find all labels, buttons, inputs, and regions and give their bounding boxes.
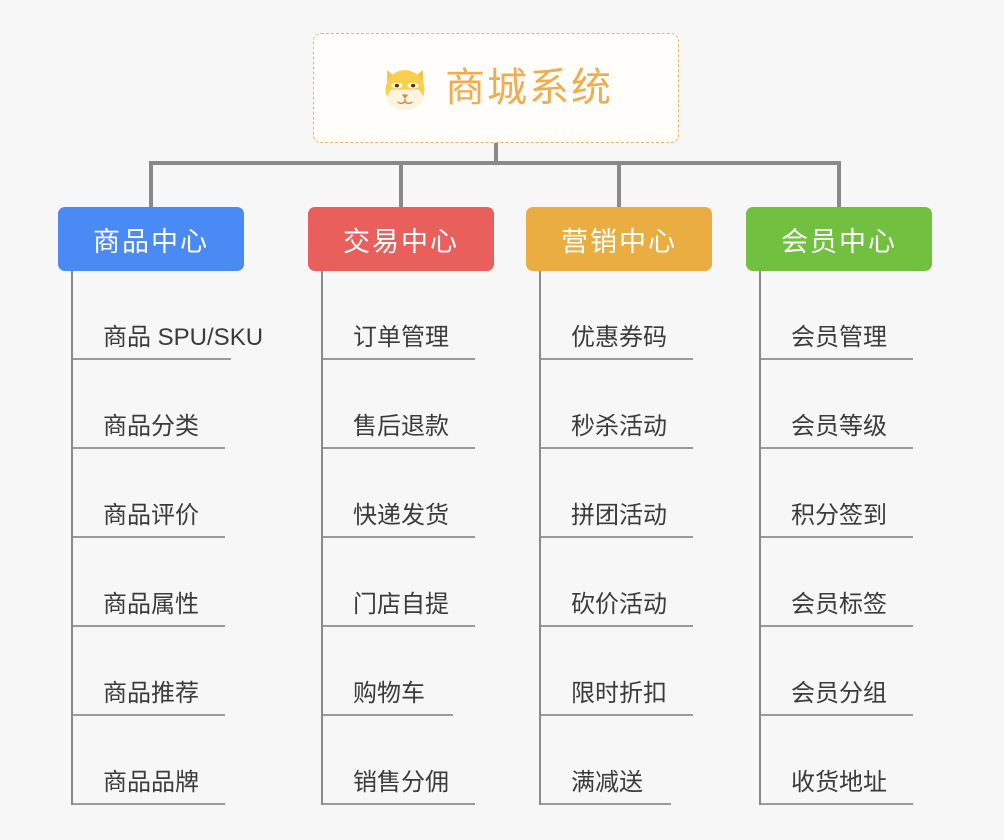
leaf-item[interactable]: 积分签到 — [761, 449, 913, 538]
leaf-label: 积分签到 — [791, 502, 887, 529]
leaf-item[interactable]: 会员管理 — [761, 271, 913, 360]
leaf-item[interactable]: 商品属性 — [73, 538, 225, 627]
leaf-list-2: 订单管理 售后退款 快递发货 门店自提 购物车 销售分佣 — [321, 271, 494, 805]
leaf-item[interactable]: 收货地址 — [761, 716, 913, 805]
leaf-label: 收货地址 — [791, 769, 887, 796]
leaf-item[interactable]: 秒杀活动 — [541, 360, 693, 449]
leaf-label: 砍价活动 — [571, 591, 667, 618]
leaf-item[interactable]: 商品分类 — [73, 360, 225, 449]
leaf-label: 快递发货 — [353, 502, 449, 529]
leaf-list-3: 优惠券码 秒杀活动 拼团活动 砍价活动 限时折扣 满减送 — [539, 271, 712, 805]
leaf-label: 订单管理 — [353, 324, 449, 351]
dog-face-icon — [385, 70, 425, 111]
branch-header-1[interactable]: 商品中心 — [58, 207, 244, 271]
leaf-label: 拼团活动 — [571, 502, 667, 529]
leaf-item[interactable]: 会员等级 — [761, 360, 913, 449]
connector-stem — [494, 143, 498, 165]
branch-header-label-1: 商品中心 — [93, 226, 209, 257]
leaf-label: 商品分类 — [103, 413, 199, 440]
leaf-list-4: 会员管理 会员等级 积分签到 会员标签 会员分组 收货地址 — [759, 271, 932, 805]
branch-trunk-4 — [759, 271, 761, 805]
branch-header-label-3: 营销中心 — [561, 226, 677, 257]
leaf-label: 商品属性 — [103, 591, 199, 618]
leaf-label: 会员等级 — [791, 413, 887, 440]
leaf-label: 购物车 — [353, 680, 425, 707]
branch-会员中心: 会员中心 会员管理 会员等级 积分签到 会员标签 会员分组 收货地址 — [746, 207, 932, 805]
leaf-label: 会员管理 — [791, 324, 887, 351]
leaf-item[interactable]: 会员标签 — [761, 538, 913, 627]
leaf-label: 售后退款 — [353, 413, 449, 440]
leaf-item[interactable]: 商品评价 — [73, 449, 225, 538]
branch-header-3[interactable]: 营销中心 — [526, 207, 712, 271]
leaf-item[interactable]: 满减送 — [541, 716, 671, 805]
branch-交易中心: 交易中心 订单管理 售后退款 快递发货 门店自提 购物车 销售分佣 — [308, 207, 494, 805]
leaf-label: 会员标签 — [791, 591, 887, 618]
connector-bus — [149, 161, 841, 165]
leaf-item[interactable]: 销售分佣 — [323, 716, 475, 805]
leaf-item[interactable]: 商品 SPU/SKU — [73, 271, 263, 360]
branch-商品中心: 商品中心 商品 SPU/SKU 商品分类 商品评价 商品属性 商品推荐 商品品牌 — [58, 207, 263, 805]
leaf-label: 销售分佣 — [353, 769, 449, 796]
leaf-label: 会员分组 — [791, 680, 887, 707]
leaf-label: 门店自提 — [353, 591, 449, 618]
leaf-label: 商品推荐 — [103, 680, 199, 707]
leaf-item[interactable]: 商品品牌 — [73, 716, 225, 805]
root-title: 商城系统 — [445, 66, 613, 110]
connector-drop-3 — [617, 161, 621, 207]
branch-营销中心: 营销中心 优惠券码 秒杀活动 拼团活动 砍价活动 限时折扣 满减送 — [526, 207, 712, 805]
leaf-item[interactable]: 售后退款 — [323, 360, 475, 449]
connector-drop-4 — [837, 161, 841, 207]
leaf-list-1: 商品 SPU/SKU 商品分类 商品评价 商品属性 商品推荐 商品品牌 — [71, 271, 263, 805]
root-node[interactable]: 商城系统 — [313, 33, 679, 143]
leaf-label: 商品 SPU/SKU — [103, 324, 264, 351]
branch-trunk-1 — [71, 271, 73, 805]
leaf-label: 秒杀活动 — [571, 413, 667, 440]
leaf-label: 满减送 — [571, 769, 643, 796]
leaf-item[interactable]: 限时折扣 — [541, 627, 693, 716]
leaf-item[interactable]: 拼团活动 — [541, 449, 693, 538]
connector-drop-2 — [399, 161, 403, 207]
leaf-item[interactable]: 购物车 — [323, 627, 453, 716]
leaf-item[interactable]: 砍价活动 — [541, 538, 693, 627]
leaf-item[interactable]: 商品推荐 — [73, 627, 225, 716]
leaf-item[interactable]: 快递发货 — [323, 449, 475, 538]
leaf-item[interactable]: 会员分组 — [761, 627, 913, 716]
leaf-item[interactable]: 门店自提 — [323, 538, 475, 627]
branch-header-label-4: 会员中心 — [781, 226, 897, 257]
branch-header-label-2: 交易中心 — [343, 226, 459, 257]
leaf-item[interactable]: 优惠券码 — [541, 271, 693, 360]
branch-header-4[interactable]: 会员中心 — [746, 207, 932, 271]
branch-trunk-3 — [539, 271, 541, 805]
leaf-label: 优惠券码 — [571, 324, 667, 351]
branch-trunk-2 — [321, 271, 323, 805]
leaf-label: 商品品牌 — [103, 769, 199, 796]
branch-header-2[interactable]: 交易中心 — [308, 207, 494, 271]
leaf-label: 限时折扣 — [571, 680, 667, 707]
connector-drop-1 — [149, 161, 153, 207]
leaf-item[interactable]: 订单管理 — [323, 271, 475, 360]
leaf-label: 商品评价 — [103, 502, 199, 529]
